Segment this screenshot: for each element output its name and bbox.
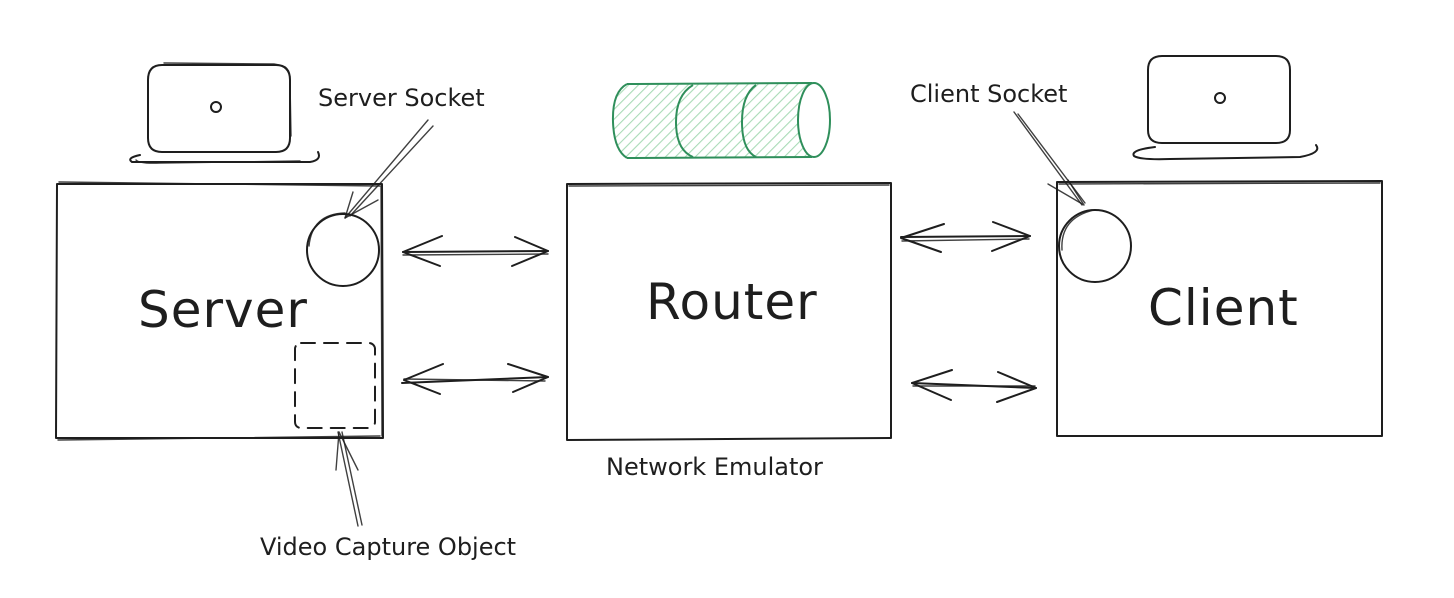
client-label: Client [1148, 279, 1299, 337]
client-node: Client [1056, 180, 1383, 437]
arrow-router-client-top [900, 221, 1031, 253]
arrow-server-router-bottom [401, 363, 549, 395]
arrow-router-client-bottom [911, 369, 1037, 403]
router-node: Router [566, 182, 892, 441]
client-socket-leader [1013, 111, 1086, 206]
server-node: Server [55, 181, 384, 441]
laptop-icon [129, 62, 320, 164]
server-socket-label: Server Socket [318, 84, 485, 112]
video-capture-label: Video Capture Object [260, 533, 516, 561]
server-socket [306, 212, 380, 287]
network-emulator-caption: Network Emulator [606, 453, 823, 481]
server-socket-leader [344, 119, 434, 219]
video-capture-object [294, 342, 376, 429]
video-capture-leader [335, 431, 363, 527]
arrow-server-router-top [402, 235, 549, 267]
client-socket [1058, 209, 1132, 283]
server-label: Server [138, 281, 308, 339]
cylinder-icon [611, 82, 831, 159]
router-label: Router [646, 273, 818, 331]
client-socket-label: Client Socket [910, 80, 1067, 108]
laptop-icon [1132, 55, 1319, 161]
